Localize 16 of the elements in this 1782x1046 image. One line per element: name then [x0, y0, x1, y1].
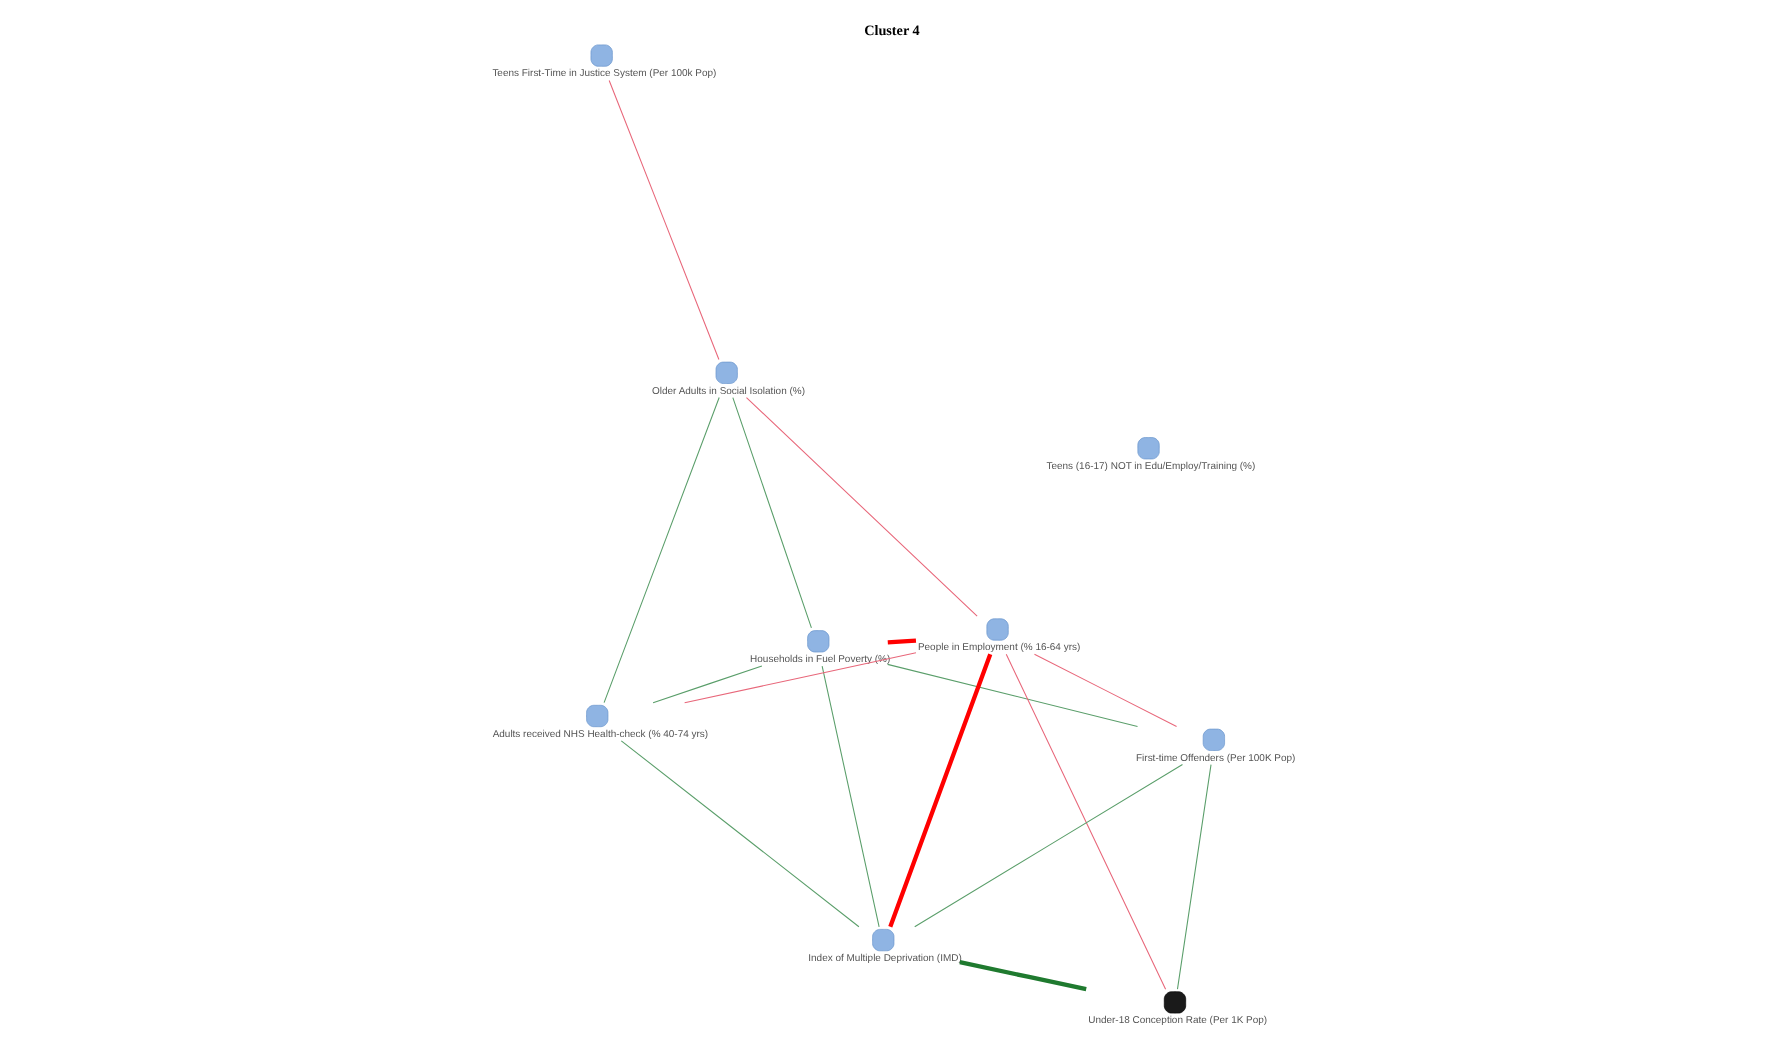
connector: [619, 739, 859, 927]
connector: [683, 651, 916, 703]
connector: [820, 664, 879, 927]
connector: [602, 395, 719, 703]
connector: [887, 652, 992, 927]
connector: [651, 664, 762, 703]
connector: [886, 662, 1138, 727]
connector: [958, 959, 1086, 991]
connector: [913, 763, 1182, 927]
connector: [1175, 763, 1211, 989]
connector: [607, 78, 719, 360]
connector: [744, 396, 977, 616]
connector: [1004, 652, 1166, 989]
connector: [886, 637, 916, 644]
connector: [731, 396, 811, 628]
connector: [1032, 652, 1177, 727]
